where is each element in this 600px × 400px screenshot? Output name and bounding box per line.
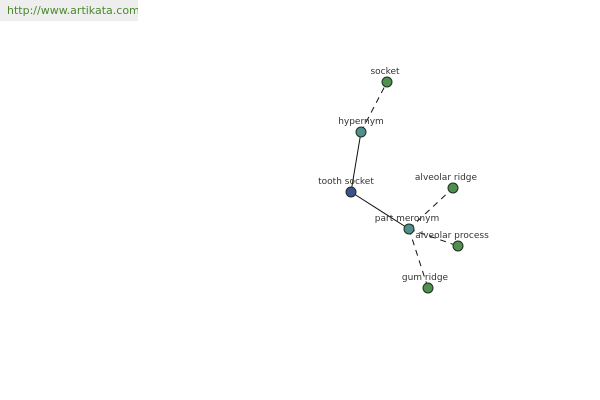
edge-hypernym-to-socket (360, 81, 388, 133)
node-dot-tooth-socket[interactable] (345, 186, 357, 198)
node-dot-gum-ridge[interactable] (422, 282, 434, 294)
node-label-socket[interactable]: socket (370, 67, 400, 77)
node-dot-socket[interactable] (381, 76, 393, 88)
node-dot-alveolar-process[interactable] (452, 240, 464, 252)
node-alveolar-ridge[interactable]: alveolar ridge (415, 173, 478, 194)
node-dot-part-meronym[interactable] (403, 223, 415, 235)
source-url[interactable]: http://www.artikata.com (0, 0, 138, 21)
edges-layer (350, 81, 459, 289)
edge-tooth-socket-to-hypernym (350, 131, 362, 193)
node-label-hypernym[interactable]: hypernym (338, 117, 384, 127)
node-label-gum-ridge[interactable]: gum ridge (402, 273, 449, 283)
node-part-meronym[interactable]: part meronym (375, 214, 439, 235)
node-dot-hypernym[interactable] (355, 126, 367, 138)
node-alveolar-process[interactable]: alveolar process (415, 231, 489, 252)
node-label-tooth-socket[interactable]: tooth socket (318, 177, 374, 187)
node-label-part-meronym[interactable]: part meronym (375, 214, 439, 224)
node-hypernym[interactable]: hypernym (338, 117, 384, 138)
node-gum-ridge[interactable]: gum ridge (402, 273, 449, 294)
node-label-alveolar-process[interactable]: alveolar process (415, 231, 489, 241)
node-socket[interactable]: socket (370, 67, 400, 88)
edge-tooth-socket-to-part-meronym (350, 191, 410, 230)
nodes-layer: tooth socket hypernym part meronym socket al… (318, 67, 489, 294)
node-tooth-socket[interactable]: tooth socket (318, 177, 374, 198)
node-dot-alveolar-ridge[interactable] (447, 182, 459, 194)
edge-part-meronym-to-alveolar-process (408, 228, 459, 247)
node-label-alveolar-ridge[interactable]: alveolar ridge (415, 173, 478, 183)
